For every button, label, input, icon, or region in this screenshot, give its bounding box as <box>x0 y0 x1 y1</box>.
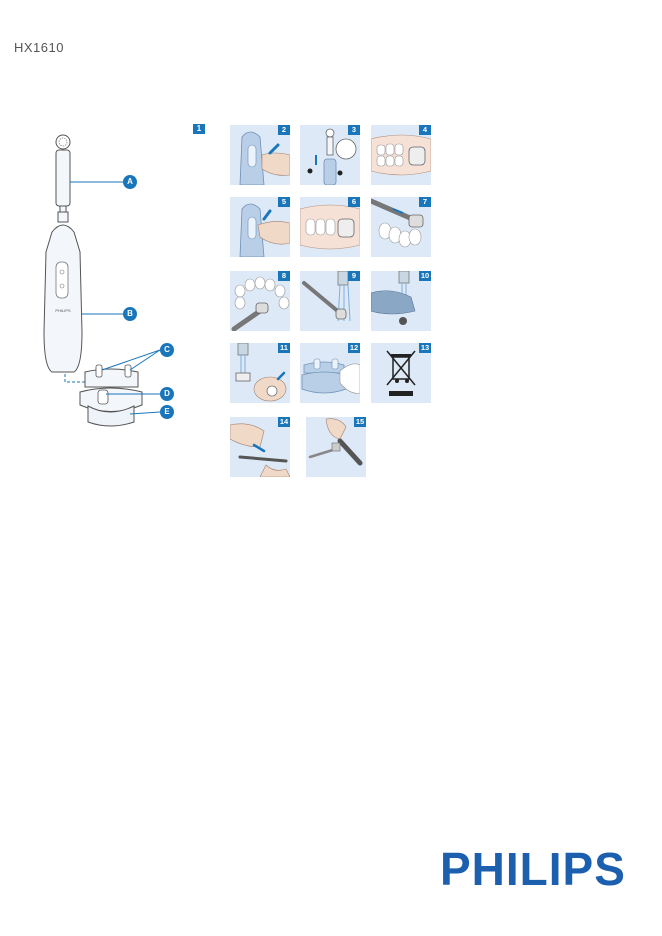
callout-d: D <box>160 387 174 401</box>
figure-number: 1 <box>193 124 205 134</box>
step-number: 2 <box>278 125 290 135</box>
brush-head <box>55 134 71 215</box>
callout-b: B <box>123 307 137 321</box>
attach-brush-head-icon <box>307 128 357 185</box>
brush-on-teeth-icon <box>371 134 431 176</box>
step-number: 4 <box>419 125 431 135</box>
step-number: 13 <box>419 343 431 353</box>
step-panel-2: 2 <box>230 125 290 185</box>
remove-battery-icon <box>308 418 363 466</box>
step-panel-11: 11 <box>230 343 290 403</box>
charger <box>79 364 143 427</box>
step-panel-4: 4 <box>371 125 431 185</box>
step-number: 3 <box>348 125 360 135</box>
philips-logo: PHILIPS <box>440 843 626 895</box>
charging-handle-icon <box>239 131 290 185</box>
toothbrush-illustration: PHILIPS <box>43 134 161 427</box>
step-panel-5: 5 <box>230 197 290 257</box>
power-button-icon <box>239 203 290 257</box>
step-number: 11 <box>278 343 290 353</box>
step-panel-9: 9 <box>300 271 360 331</box>
teeth-brushing-icon <box>300 204 360 250</box>
step-panel-15: 15 <box>306 417 366 477</box>
open-handle-icon <box>230 423 290 477</box>
step-panel-7: 7 <box>371 197 431 257</box>
brush-front-teeth-icon <box>371 198 424 248</box>
step-number: 5 <box>278 197 290 207</box>
step-number: 6 <box>348 197 360 207</box>
step-number: 14 <box>278 417 290 427</box>
step-panel-12: 12 <box>300 343 360 403</box>
callout-c: C <box>160 343 174 357</box>
step-panel-14: 14 <box>230 417 290 477</box>
step-number: 8 <box>278 271 290 281</box>
handle-brand: PHILIPS <box>55 308 71 313</box>
step-number: 15 <box>354 417 366 427</box>
step-panel-8: 8 <box>230 271 290 331</box>
callout-a: A <box>123 175 137 189</box>
step-panel-3: 3 <box>300 125 360 185</box>
step-panel-10: 10 <box>371 271 431 331</box>
rinse-handle-icon <box>371 271 416 325</box>
step-number: 9 <box>348 271 360 281</box>
step-number: 7 <box>419 197 431 207</box>
step-panel-13: 13 <box>371 343 431 403</box>
handle: PHILIPS <box>43 211 83 373</box>
rinse-brush-icon <box>302 271 351 322</box>
step-number: 12 <box>348 343 360 353</box>
clean-charger-icon <box>235 343 287 402</box>
step-number: 10 <box>419 271 431 281</box>
brush-lower-teeth-icon <box>231 276 290 331</box>
wipe-charger-icon <box>301 358 360 394</box>
step-panel-6: 6 <box>300 197 360 257</box>
crossed-out-bin-icon <box>386 350 416 396</box>
model-number: HX1610 <box>14 40 64 55</box>
product-overview: PHILIPS A B C D E <box>30 122 190 432</box>
callout-e: E <box>160 405 174 419</box>
